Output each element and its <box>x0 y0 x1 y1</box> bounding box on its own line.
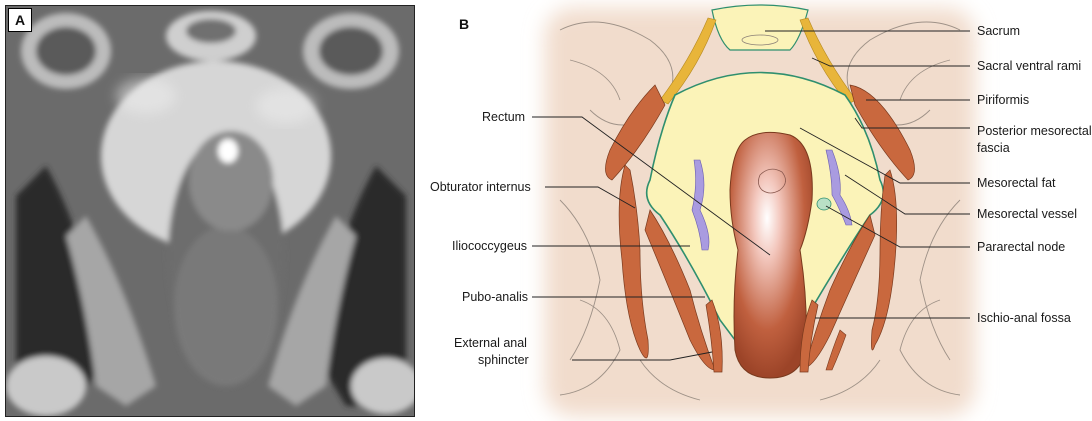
label-piriformis: Piriformis <box>977 93 1030 107</box>
external-sphincter-right <box>825 329 847 371</box>
mesorectal-vessel-left <box>691 159 710 251</box>
label-pararectal-node: Pararectal node <box>977 240 1066 254</box>
mesorectal-vessel-right <box>825 149 853 226</box>
rectum <box>729 131 813 379</box>
label-obturator-internus: Obturator internus <box>430 180 531 194</box>
leader-lines <box>532 30 970 361</box>
label-sacrum: Sacrum <box>977 24 1021 38</box>
pararectal-node <box>816 197 832 211</box>
label-mesorectal-fat: Mesorectal fat <box>977 176 1056 190</box>
label-fascia: fascia <box>977 141 1010 155</box>
label-mesorectal-vessel: Mesorectal vessel <box>977 207 1078 221</box>
label-sphincter: sphincter <box>478 353 529 367</box>
mri-image-panel <box>5 5 415 417</box>
sacrum-shape <box>711 4 809 51</box>
label-sacral-ventral-rami: Sacral ventral rami <box>977 59 1082 73</box>
obturator-internus-left <box>618 164 649 359</box>
piriformis-right <box>849 84 915 181</box>
label-ischio-anal-fossa: Ischio-anal fossa <box>977 311 1071 325</box>
panel-a-label: A <box>8 8 32 32</box>
pubo-analis-left <box>705 299 723 373</box>
label-posterior-mesorectal: Posterior mesorectal <box>977 124 1092 138</box>
sacral-rami-left <box>659 17 717 105</box>
label-rectum: Rectum <box>482 110 526 124</box>
label-pubo-analis: Pubo-analis <box>462 290 529 304</box>
pubo-analis-right <box>799 299 819 373</box>
panel-b-label: B <box>459 16 470 32</box>
label-external-anal: External anal <box>454 336 527 350</box>
piriformis-left <box>605 84 666 181</box>
obturator-internus-right <box>871 169 897 351</box>
label-iliococcygeus: Iliococcygeus <box>452 239 528 253</box>
mri-image <box>6 6 414 416</box>
